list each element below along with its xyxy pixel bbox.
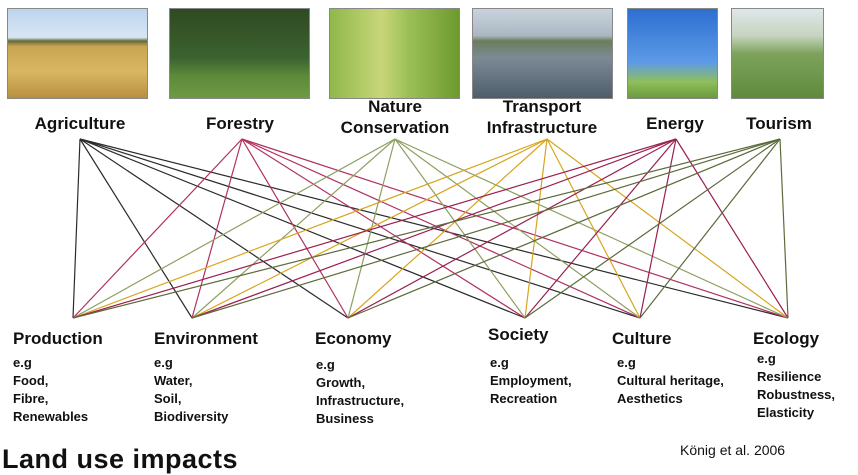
impact-production: Production: [13, 329, 103, 348]
link-5-0: [72, 138, 781, 319]
impact-culture: Culture: [612, 329, 672, 348]
sector-agriculture: Agriculture: [34, 114, 126, 133]
link-4-2: [347, 138, 677, 319]
link-1-5: [241, 138, 789, 319]
source-citation: König et al. 2006: [680, 442, 786, 458]
link-4-5: [675, 138, 789, 319]
link-0-0: [72, 138, 81, 319]
link-4-4: [639, 138, 677, 319]
link-0-1: [79, 138, 193, 319]
link-2-5: [394, 138, 789, 319]
link-0-2: [79, 138, 349, 319]
slide-caption: Land use impacts: [2, 444, 239, 474]
impact-society: Society: [488, 325, 549, 344]
link-5-3: [524, 138, 781, 319]
sector-tourism: Tourism: [746, 114, 812, 133]
impact-economy: Economy: [315, 329, 392, 348]
link-5-4: [639, 138, 781, 319]
impact-environment: Environment: [154, 329, 258, 348]
connection-lines: [72, 138, 789, 319]
link-5-1: [191, 138, 781, 319]
photo-agriculture: [7, 8, 148, 99]
link-3-4: [546, 138, 641, 319]
link-3-3: [524, 138, 548, 319]
link-0-4: [79, 138, 641, 319]
link-4-3: [524, 138, 677, 319]
link-3-5: [546, 138, 789, 319]
sector-forestry: Forestry: [205, 114, 275, 133]
sector-nature-conservation: Nature Conservation: [340, 97, 450, 137]
link-3-0: [72, 138, 548, 319]
link-3-2: [347, 138, 548, 319]
link-1-0: [72, 138, 243, 319]
link-2-3: [394, 138, 526, 319]
link-1-1: [191, 138, 243, 319]
photo-forestry: [169, 8, 310, 99]
link-4-1: [191, 138, 677, 319]
link-2-2: [347, 138, 396, 319]
link-4-0: [72, 138, 677, 319]
link-1-2: [241, 138, 349, 319]
link-2-1: [191, 138, 396, 319]
link-2-0: [72, 138, 396, 319]
link-5-5: [779, 138, 789, 319]
link-0-3: [79, 138, 526, 319]
photo-tourism: [731, 8, 824, 99]
sector-energy: Energy: [646, 114, 704, 133]
photo-transport: [472, 8, 613, 99]
link-5-2: [347, 138, 781, 319]
photo-nature-conservation: [329, 8, 460, 99]
link-1-4: [241, 138, 641, 319]
photo-energy: [627, 8, 718, 99]
impact-ecology: Ecology: [753, 329, 820, 348]
link-3-1: [191, 138, 548, 319]
link-2-4: [394, 138, 641, 319]
sector-transport-infrastructure: Transport Infrastructure: [486, 97, 598, 137]
link-1-3: [241, 138, 526, 319]
